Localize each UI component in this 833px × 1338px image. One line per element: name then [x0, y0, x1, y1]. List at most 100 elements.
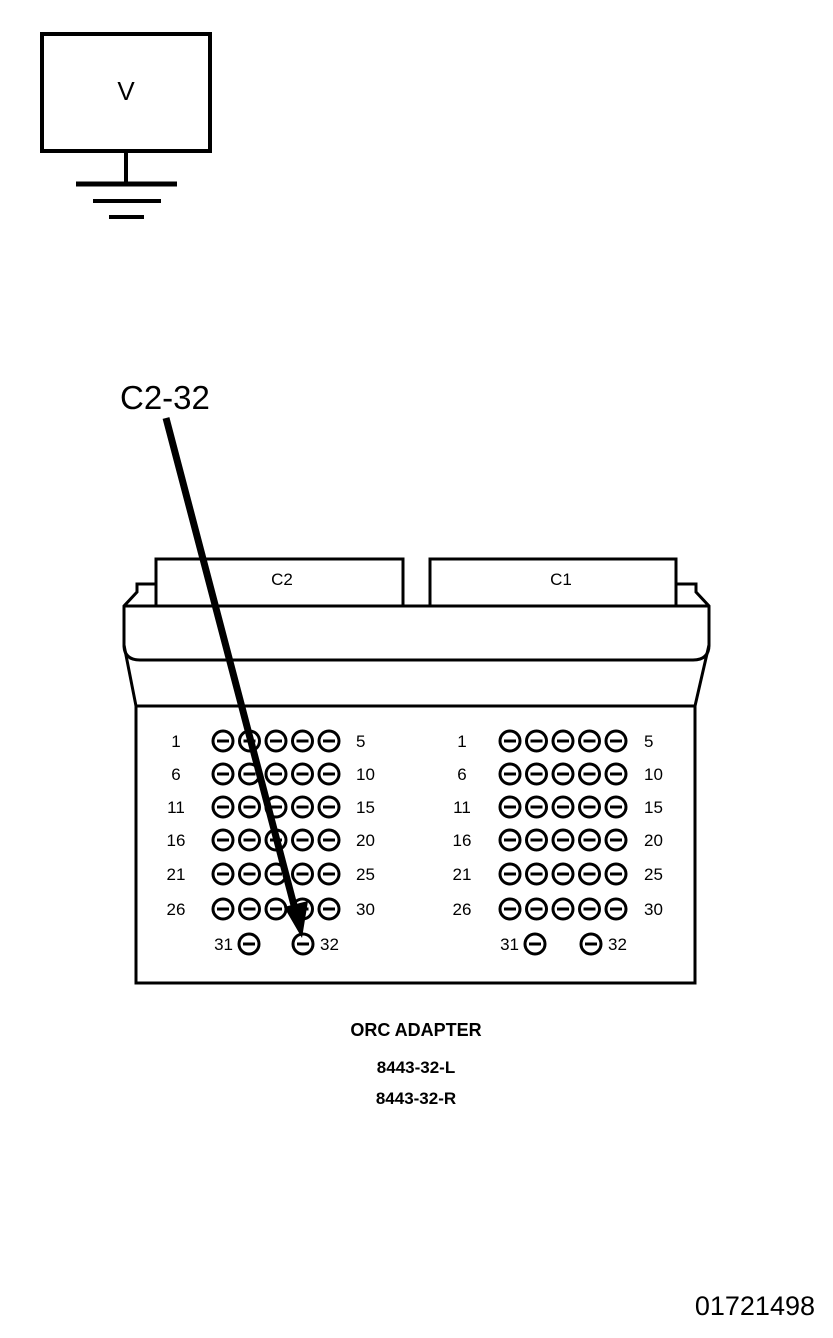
c2-row-label-right: 15 — [356, 798, 375, 817]
c2-pin — [317, 862, 341, 886]
c2-pin — [264, 729, 288, 753]
c1-row-label-left: 11 — [453, 798, 471, 817]
c2-row-label-right: 30 — [356, 900, 375, 919]
c2-pin-32 — [291, 932, 315, 956]
c2-pin — [291, 762, 314, 786]
c2-pin — [238, 897, 261, 921]
c2-pin — [291, 862, 314, 886]
c1-pin — [604, 729, 628, 753]
c1-pin — [525, 828, 548, 852]
c2-pin — [317, 729, 341, 753]
c2-row-label-right: 5 — [356, 732, 365, 751]
c1-row-label-left: 16 — [453, 831, 472, 850]
c2-pin — [291, 729, 314, 753]
c1-pin — [498, 729, 522, 753]
tab-c2-label: C2 — [271, 570, 293, 589]
c1-pin — [604, 862, 628, 886]
c1-pin — [551, 795, 575, 819]
c2-row-label-right: 25 — [356, 865, 375, 884]
c1-row-label-right: 5 — [644, 732, 653, 751]
c2-pin — [238, 828, 261, 852]
voltmeter: V — [40, 32, 212, 153]
housing-lower-edge — [122, 644, 711, 708]
arrow-head-icon — [284, 901, 308, 938]
c1-pin — [578, 862, 601, 886]
c1-pin — [525, 862, 548, 886]
c2-pin — [238, 862, 261, 886]
c1-row-label-right: 10 — [644, 765, 663, 784]
c1-pin — [578, 795, 601, 819]
part-number-l: 8443-32-L — [377, 1058, 455, 1077]
c1-row-label-left: 6 — [457, 765, 466, 784]
c1-pin — [551, 862, 575, 886]
c2-pin — [291, 795, 314, 819]
c1-pin-32 — [579, 932, 603, 956]
c2-row-label-left: 6 — [171, 765, 180, 784]
part-number-r: 8443-32-R — [376, 1089, 456, 1108]
adapter-title: ORC ADAPTER — [350, 1020, 481, 1040]
c1-pin-32-label: 32 — [608, 935, 627, 954]
c1-pin — [525, 762, 548, 786]
c2-pin-31 — [237, 932, 261, 956]
c2-pin — [317, 828, 341, 852]
c1-pin — [498, 862, 522, 886]
c1-pin — [604, 762, 628, 786]
c1-row-label-right: 30 — [644, 900, 663, 919]
c1-pin — [578, 762, 601, 786]
c2-pin — [317, 897, 341, 921]
c1-row-label-left: 26 — [453, 900, 472, 919]
c2-pin — [317, 762, 341, 786]
c1-pin — [498, 897, 522, 921]
c1-pin — [498, 762, 522, 786]
ground-icon — [76, 151, 177, 219]
figure-id: 01721498 — [695, 1291, 815, 1321]
c1-pin — [525, 795, 548, 819]
c1-row-label-right: 15 — [644, 798, 663, 817]
c1-pin — [551, 828, 575, 852]
c1-pin — [578, 897, 601, 921]
c2-pin — [211, 828, 235, 852]
c2-pin-32-label: 32 — [320, 935, 339, 954]
c2-pin — [211, 862, 235, 886]
c2-row-label-left: 21 — [167, 865, 186, 884]
c1-row-label-right: 20 — [644, 831, 663, 850]
c1-pin — [525, 897, 548, 921]
voltmeter-label: V — [117, 76, 135, 106]
c2-row-label-right: 10 — [356, 765, 375, 784]
c2-pin — [264, 762, 288, 786]
c1-pin — [551, 729, 575, 753]
c1-row-label-left: 1 — [457, 732, 466, 751]
c2-row-label-right: 20 — [356, 831, 375, 850]
c2-row-label-left: 16 — [167, 831, 186, 850]
c2-row-label-left: 1 — [171, 732, 180, 751]
c1-pin — [604, 795, 628, 819]
c1-pin — [498, 828, 522, 852]
c2-pin — [211, 762, 235, 786]
c1-pin — [551, 897, 575, 921]
callout-label: C2-32 — [120, 379, 210, 416]
c2-row-label-left: 26 — [167, 900, 186, 919]
c2-pin — [264, 897, 288, 921]
probe-arrow — [162, 417, 308, 938]
pin-face — [134, 704, 697, 985]
c1-pin-31-label: 31 — [500, 935, 519, 954]
c2-pin — [211, 897, 235, 921]
c2-pin — [238, 795, 261, 819]
c1-pin — [578, 729, 601, 753]
c1-pin — [578, 828, 601, 852]
c1-pin — [604, 897, 628, 921]
c1-row-label-left: 21 — [453, 865, 472, 884]
c1-pin — [551, 762, 575, 786]
c2-pin-31-label: 31 — [214, 935, 233, 954]
c1-row-label-right: 25 — [644, 865, 663, 884]
c1-pin — [498, 795, 522, 819]
c2-pin — [317, 795, 341, 819]
c1-pin-31 — [523, 932, 547, 956]
tab-c1-label: C1 — [550, 570, 572, 589]
c2-pin — [211, 795, 235, 819]
